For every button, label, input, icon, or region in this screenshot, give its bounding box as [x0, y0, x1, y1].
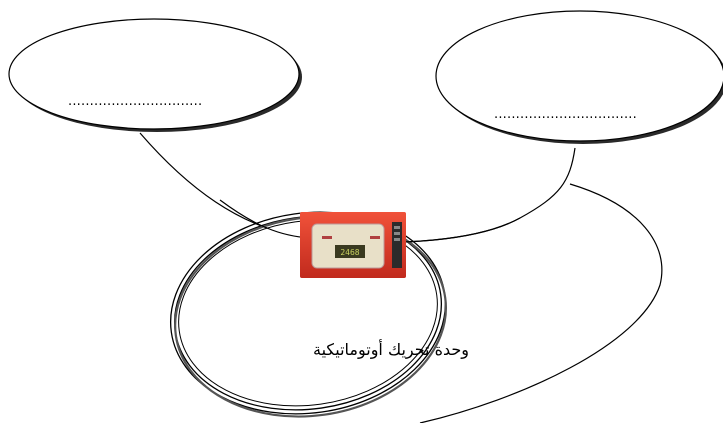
right-bubble-blank: ................................. — [494, 107, 637, 122]
connector-right-loop — [420, 184, 662, 423]
automatic-motor-control-unit-icon: 2468 — [300, 212, 406, 278]
svg-text:2468: 2468 — [340, 248, 359, 257]
center-label: وحدة تحريك أوتوماتيكية — [243, 340, 469, 359]
right-bubble — [436, 11, 723, 144]
left-bubble-blank: ............................... — [68, 94, 202, 109]
left-bubble — [9, 19, 302, 132]
